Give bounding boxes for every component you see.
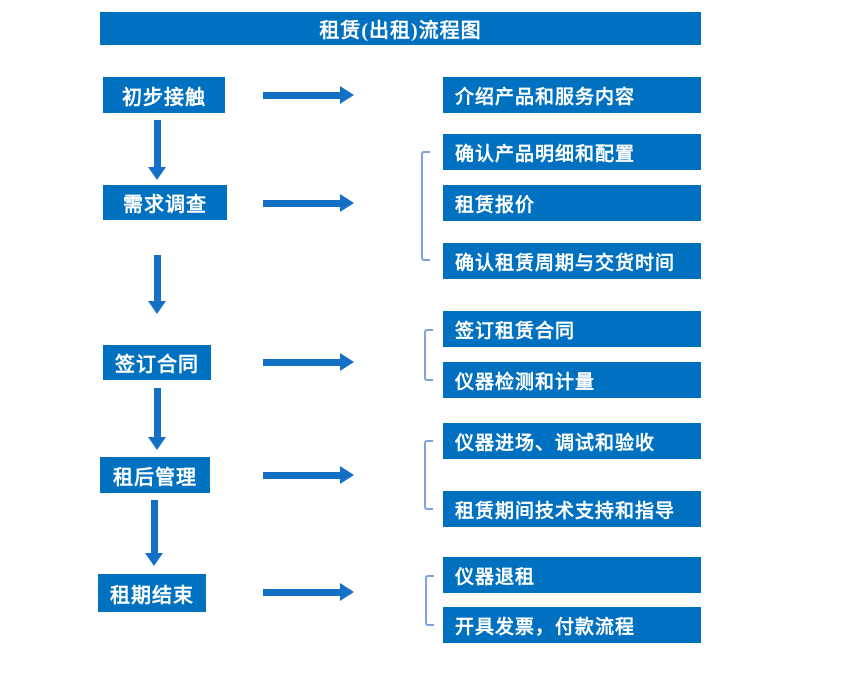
output-box-technical-support: 租赁期间技术支持和指导	[443, 491, 701, 527]
arrow-head	[340, 353, 354, 371]
arrow-shaft	[263, 359, 341, 366]
output-box-sign-rental-contract: 签订租赁合同	[443, 311, 701, 347]
right-arrow-icon	[263, 583, 354, 601]
right-arrow-icon	[263, 353, 354, 371]
arrow-shaft	[154, 120, 161, 168]
arrow-head	[148, 167, 166, 180]
step-box-sign-contract: 签订合同	[103, 345, 211, 380]
arrow-shaft	[263, 92, 341, 99]
arrow-head	[145, 553, 163, 566]
output-box-rental-quotation: 租赁报价	[443, 185, 701, 221]
right-arrow-icon	[263, 194, 354, 212]
arrow-head	[340, 194, 354, 212]
step-box-rental-end: 租期结束	[98, 574, 206, 612]
arrow-head	[340, 583, 354, 601]
group-bracket-icon	[425, 575, 434, 626]
arrow-shaft	[151, 500, 158, 554]
output-box-confirm-product-details: 确认产品明细和配置	[443, 134, 701, 170]
arrow-head	[148, 437, 166, 450]
output-box-instrument-testing: 仪器检测和计量	[443, 362, 701, 398]
down-arrow-icon	[148, 255, 167, 314]
down-arrow-icon	[148, 388, 167, 450]
output-box-instrument-return: 仪器退租	[443, 557, 701, 593]
arrow-shaft	[263, 472, 341, 479]
group-bracket-icon	[424, 440, 433, 510]
arrow-shaft	[154, 255, 161, 302]
output-box-invoice-payment: 开具发票，付款流程	[443, 607, 701, 643]
output-box-introduce-products: 介绍产品和服务内容	[443, 77, 701, 113]
right-arrow-icon	[263, 86, 354, 104]
flowchart-title: 租赁(出租)流程图	[100, 12, 701, 45]
arrow-head	[340, 466, 354, 484]
group-bracket-icon	[424, 329, 433, 381]
output-box-instrument-setup-acceptance: 仪器进场、调试和验收	[443, 423, 701, 459]
step-box-demand-survey: 需求调查	[103, 185, 227, 220]
arrow-shaft	[154, 388, 161, 438]
output-box-confirm-rental-period: 确认租赁周期与交货时间	[443, 243, 701, 279]
arrow-head	[340, 86, 354, 104]
step-box-initial-contact: 初步接触	[103, 77, 225, 113]
arrow-head	[148, 301, 166, 314]
group-bracket-icon	[421, 151, 430, 261]
down-arrow-icon	[145, 500, 164, 566]
right-arrow-icon	[263, 466, 354, 484]
arrow-shaft	[263, 200, 341, 207]
step-box-post-rental-management: 租后管理	[100, 457, 210, 493]
arrow-shaft	[263, 589, 341, 596]
down-arrow-icon	[148, 120, 167, 180]
